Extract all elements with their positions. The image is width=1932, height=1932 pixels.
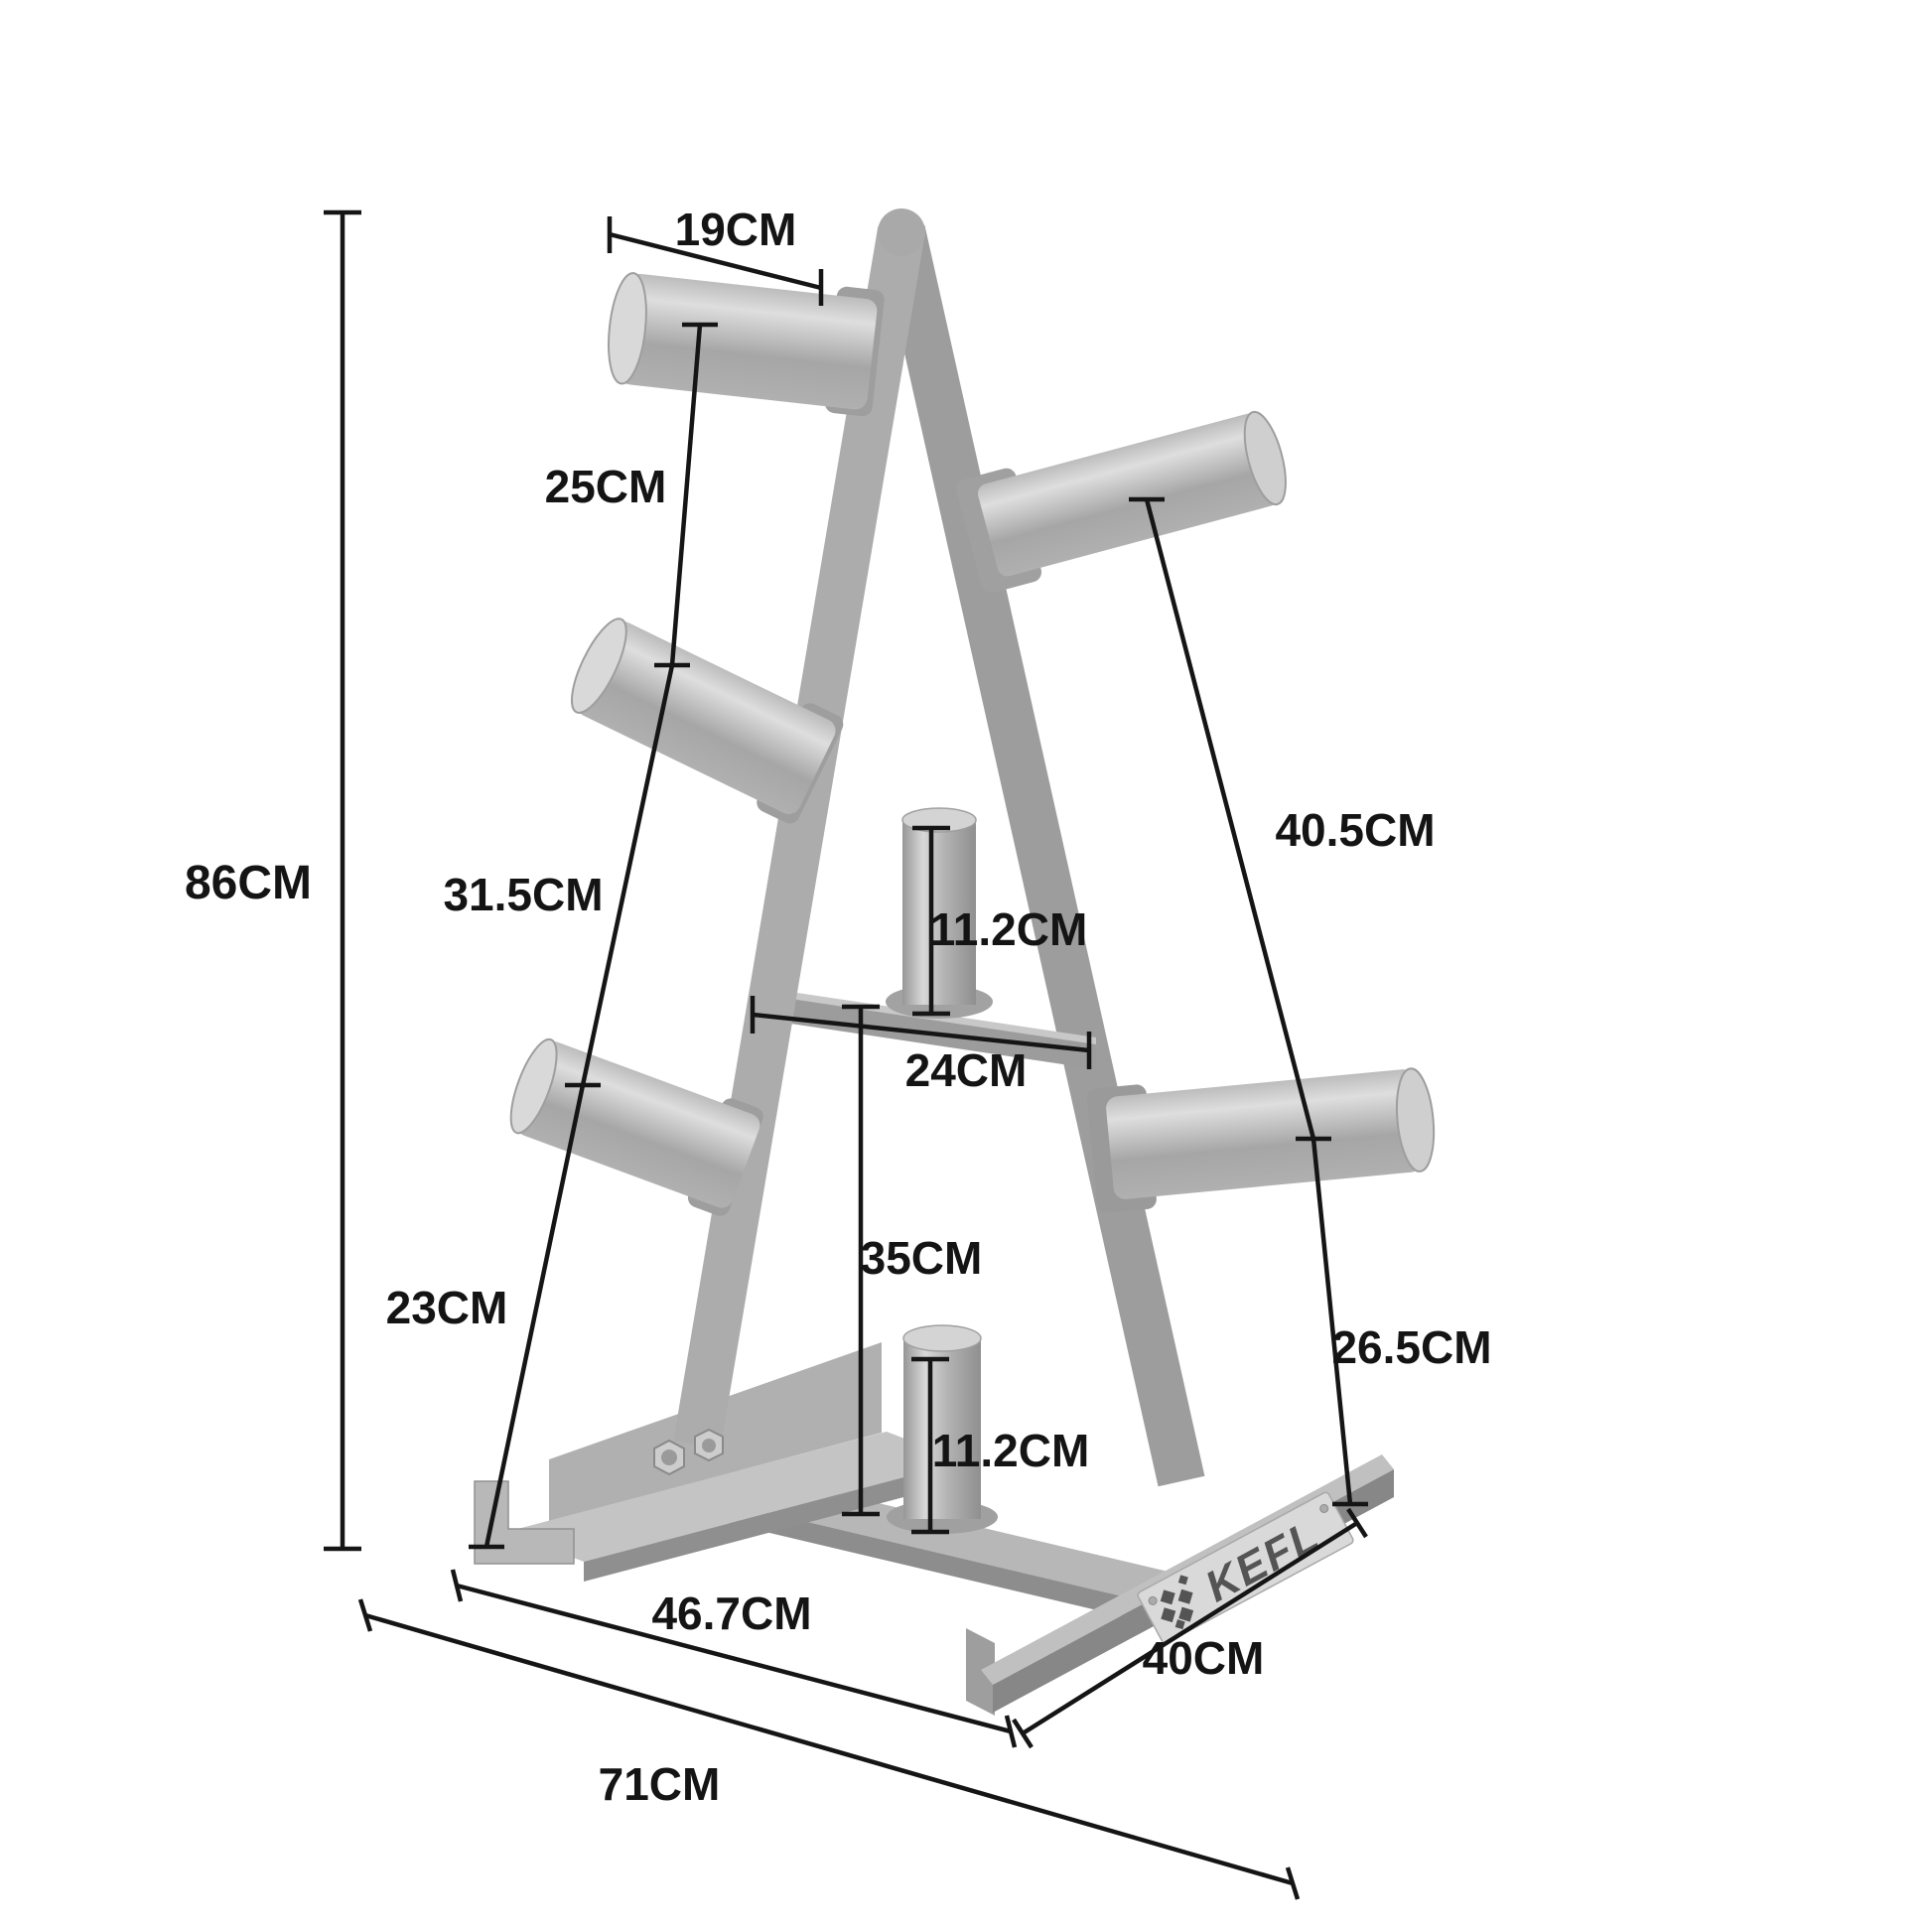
base-left-foot <box>474 1432 964 1582</box>
kefl-diamond-icon <box>1160 1575 1194 1630</box>
label-crossbar-width: 24CM <box>905 1044 1028 1096</box>
bottom-vertical-peg <box>887 1324 998 1534</box>
label-middle-left-spacing: 31.5CM <box>443 869 603 920</box>
label-base-total-width: 71CM <box>599 1758 721 1810</box>
dim-bottom-peg-height <box>911 1356 949 1535</box>
label-upper-right-spacing: 40.5CM <box>1275 804 1435 856</box>
bolt-right <box>694 1428 724 1462</box>
bolt-left <box>653 1439 685 1476</box>
lower-right-peg <box>1087 1067 1436 1213</box>
base-right-foot: KEFL <box>966 1454 1394 1716</box>
dim-upper-right-spacing-line <box>1144 498 1316 1140</box>
dim-total-height <box>324 209 361 1552</box>
dim-base-front-length <box>450 1569 1018 1748</box>
dim-top-width <box>607 216 824 306</box>
dim-lower-middle-height <box>842 1004 880 1517</box>
dimension-lines <box>324 209 1368 1900</box>
plate-screw-left <box>1148 1595 1158 1605</box>
label-middle-peg-height: 11.2CM <box>930 903 1088 955</box>
dim-lower-right-spacing-line <box>1311 1138 1353 1505</box>
back-leg <box>878 224 1205 1487</box>
label-base-front-length: 46.7CM <box>651 1587 811 1639</box>
label-lower-right-spacing: 26.5CM <box>1331 1321 1491 1373</box>
label-total-height: 86CM <box>185 857 312 909</box>
middle-vertical-peg <box>886 807 993 1019</box>
dimension-labels: 19CM 25CM 86CM 31.5CM 23CM 40.5CM 11.2CM… <box>185 204 1492 1810</box>
upper-right-peg <box>956 410 1287 594</box>
front-leg <box>673 226 925 1449</box>
label-lower-middle-height: 35CM <box>861 1232 983 1284</box>
dim-middle-left-spacing-line <box>580 664 675 1086</box>
dim-left-spacing-chain <box>469 322 718 1550</box>
middle-left-peg <box>571 618 844 824</box>
dim-right-spacing-chain <box>1129 496 1368 1507</box>
label-bottom-peg-height: 11.2CM <box>932 1425 1090 1476</box>
plate-screw-right <box>1319 1503 1329 1513</box>
label-lower-left-spacing: 23CM <box>386 1282 508 1333</box>
dim-middle-peg-height <box>912 825 950 1017</box>
label-upper-left-spacing: 25CM <box>545 461 667 512</box>
top-left-peg <box>608 272 885 417</box>
label-base-side-length: 40CM <box>1143 1632 1265 1684</box>
dim-base-side-length <box>1012 1507 1368 1749</box>
base-bolts <box>653 1428 724 1476</box>
label-top-width: 19CM <box>675 204 797 255</box>
base-left-foot-end <box>474 1480 575 1565</box>
dim-upper-left-spacing-line <box>669 324 703 666</box>
dim-lower-left-spacing-line <box>483 1084 586 1548</box>
apex-bend <box>878 208 925 256</box>
dim-base-total-width <box>357 1598 1301 1900</box>
dim-crossbar-width <box>750 996 1092 1069</box>
